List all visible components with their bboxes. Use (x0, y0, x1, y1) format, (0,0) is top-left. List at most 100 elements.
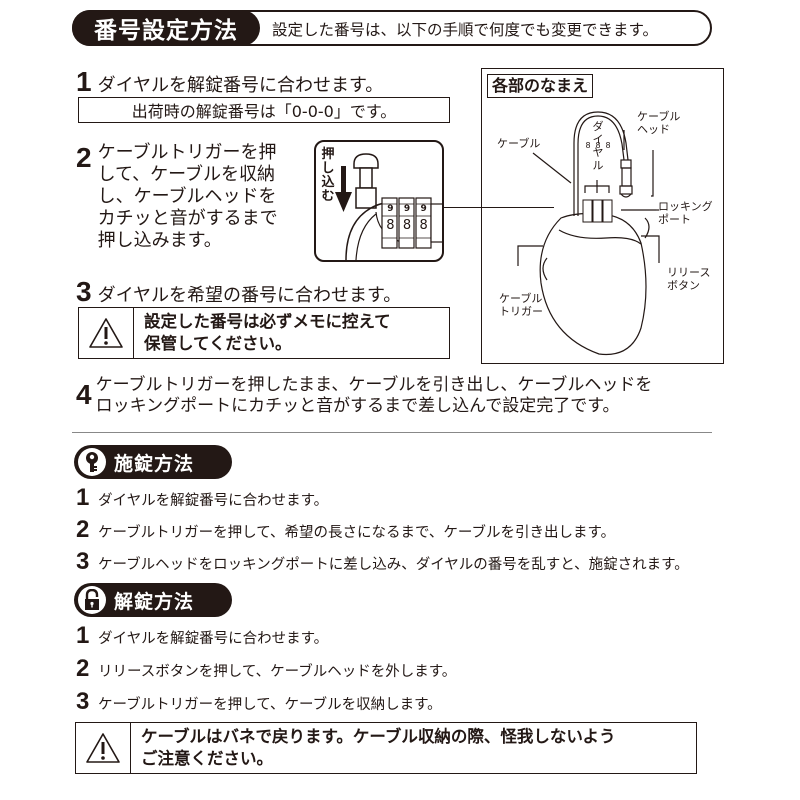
label-line: リリース (667, 266, 711, 279)
unlock-section-header: 解錠方法 (74, 583, 232, 617)
lock-section-header: 施錠方法 (74, 445, 232, 479)
dial-digit: 8 (419, 218, 428, 233)
step-text: リリースボタンを押して、ケーブルヘッドを外します。 (98, 664, 457, 680)
unlock-step-1: 1 ダイヤルを解錠番号に合わせます。 (76, 624, 456, 648)
warning-triangle-icon (76, 723, 131, 773)
padlock-icon (78, 586, 106, 614)
step-text-line: し、ケーブルヘッドを (97, 186, 277, 207)
dial-digit: 8 (585, 141, 591, 150)
step-text: ダイヤルを解錠番号に合わせます。 (98, 631, 329, 647)
step-number: 2 (76, 516, 90, 543)
setting-step-3: 3 ダイヤルを希望の番号に合わせます。 (76, 276, 402, 307)
label-char: し (321, 161, 335, 176)
step-text-line: 押し込みます。 (97, 230, 222, 251)
step-text: ケーブルトリガーを押 して、ケーブルを収納 し、ケーブルヘッドを カチッと音がす… (98, 142, 278, 252)
step-number: 3 (76, 276, 92, 307)
warning-text: 設定した番号は必ずメモに控えて 保管してください。 (134, 308, 401, 358)
push-in-illustration: 押 し 込 む 9 9 9 8 8 (314, 140, 444, 262)
step-number: 4 (76, 379, 92, 410)
label-cable: ケーブル (497, 137, 541, 150)
label-char: 押 (321, 147, 335, 162)
unlock-section-title: 解錠方法 (114, 590, 195, 613)
step-text: ダイヤルを希望の番号に合わせます。 (97, 285, 402, 306)
label-locking-port: ロッキング ポート (658, 200, 713, 226)
step-text-line: して、ケーブルを収納 (97, 164, 276, 185)
down-arrow-and-lock-drawing (335, 153, 442, 260)
label-cable-head: ケーブル ヘッド (637, 110, 680, 136)
spring-warning-box: ケーブルはバネで戻ります。ケーブル収納の際、怪我しないよう ご注意ください。 (75, 722, 697, 774)
step-text: ケーブルヘッドをロッキングポートに差し込み、ダイヤルの番号を乱すと、施錠されます… (98, 557, 689, 573)
label-char: ル (592, 159, 604, 172)
step-text-line: ケーブルトリガーを押 (97, 142, 277, 163)
unlock-step-2: 2 リリースボタンを押して、ケーブルヘッドを外します。 (76, 657, 456, 681)
step-text: ケーブルトリガーを押して、希望の長さになるまで、ケーブルを引き出します。 (98, 525, 616, 541)
setting-step-4: 4 ケーブルトリガーを押したまま、ケーブルを引き出し、ケーブルヘッドを ロッキン… (76, 375, 652, 417)
step-text: ダイヤルを解錠番号に合わせます。 (98, 493, 329, 509)
step-text-line: ロッキングポートにカチッと音がするまで差し込んで設定完了です。 (95, 396, 620, 416)
label-dial: ダ イ ヤ ル (592, 120, 604, 172)
warning-line: ケーブルはバネで戻ります。ケーブル収納の際、怪我しないよう (141, 727, 616, 746)
label-char: む (321, 189, 335, 204)
warning-text: ケーブルはバネで戻ります。ケーブル収納の際、怪我しないよう ご注意ください。 (131, 723, 626, 773)
step-text-line: ケーブルトリガーを押したまま、ケーブルを引き出し、ケーブルヘッドを (95, 375, 653, 395)
lock-steps: 1 ダイヤルを解錠番号に合わせます。 2 ケーブルトリガーを押して、希望の長さに… (76, 486, 689, 574)
label-cable-trigger: ケーブル トリガー (499, 292, 543, 318)
label-release-button: リリース ボタン (667, 266, 710, 292)
step-text: ダイヤルを解錠番号に合わせます。 (97, 75, 384, 96)
step-text: ケーブルトリガーを押したまま、ケーブルを引き出し、ケーブルヘッドを ロッキングポ… (96, 375, 653, 417)
dial-digit: 8 (595, 141, 601, 150)
parts-dial-digits: 8 8 8 (583, 141, 613, 150)
step-text-line: カチッと音がするまで (97, 208, 278, 229)
warning-line: 設定した番号は必ずメモに控えて (144, 312, 391, 331)
step-number: 1 (76, 622, 90, 649)
label-line: ロッキング (658, 200, 713, 213)
unlock-steps: 1 ダイヤルを解錠番号に合わせます。 2 リリースボタンを押して、ケーブルヘッド… (76, 624, 456, 714)
dial-digit: 9 (420, 204, 427, 214)
label-char: 込 (321, 175, 335, 190)
parts-diagram-title: 各部のなまえ (487, 74, 594, 98)
dial-top-digits: 9 9 9 (382, 204, 432, 214)
lock-step-3: 3 ケーブルヘッドをロッキングポートに差し込み、ダイヤルの番号を乱すと、施錠され… (76, 550, 689, 574)
key-icon (78, 448, 106, 476)
label-line: トリガー (499, 305, 543, 318)
label-char: ヤ (592, 146, 604, 159)
unlock-step-3: 3 ケーブルトリガーを押して、ケーブルを収納します。 (76, 690, 456, 714)
step-number: 2 (76, 655, 90, 682)
lock-step-2: 2 ケーブルトリガーを押して、希望の長さになるまで、ケーブルを引き出します。 (76, 518, 689, 542)
dial-digit: 8 (605, 141, 611, 150)
header-description: 設定した番号は、以下の手順で何度でも変更できます。 (272, 21, 658, 39)
lock-step-1: 1 ダイヤルを解錠番号に合わせます。 (76, 486, 689, 510)
step-number: 3 (76, 688, 90, 715)
label-char: ダ (592, 120, 604, 133)
warning-line: 保管してください。 (144, 334, 292, 353)
dial-digit: 8 (386, 218, 395, 233)
dial-digit: 8 (402, 218, 412, 233)
step-number: 2 (76, 142, 92, 173)
warning-triangle-icon (79, 308, 134, 358)
dial-mid-digits: 8 8 8 (382, 218, 432, 233)
label-line: ポート (658, 213, 691, 226)
factory-code-note: 出荷時の解錠番号は「0-0-0」です。 (78, 97, 450, 123)
label-line: ケーブル (499, 292, 543, 305)
label-line: ヘッド (637, 123, 670, 136)
dial-digit: 9 (403, 204, 411, 214)
warning-line: ご注意ください。 (141, 749, 273, 768)
page-title: 番号設定方法 (72, 10, 260, 46)
lock-section-title: 施錠方法 (114, 452, 195, 475)
section-divider (72, 432, 712, 433)
label-char: イ (592, 133, 604, 146)
step-number: 1 (76, 66, 92, 97)
setting-step-1: 1 ダイヤルを解錠番号に合わせます。 (76, 66, 384, 97)
memo-warning-box: 設定した番号は必ずメモに控えて 保管してください。 (78, 307, 450, 359)
leader-line (444, 207, 554, 208)
label-line: ケーブル (637, 110, 681, 123)
step-number: 1 (76, 484, 90, 511)
setting-step-2: 2 ケーブルトリガーを押 して、ケーブルを収納 し、ケーブルヘッドを カチッと音… (76, 142, 278, 252)
parts-diagram (481, 68, 724, 364)
dial-digit: 9 (387, 204, 394, 214)
step-number: 3 (76, 548, 90, 575)
push-in-label: 押 し 込 む (320, 148, 336, 204)
lock-parts-drawing (517, 111, 660, 356)
label-line: ボタン (667, 279, 700, 292)
step-text: ケーブルトリガーを押して、ケーブルを収納します。 (98, 697, 442, 713)
